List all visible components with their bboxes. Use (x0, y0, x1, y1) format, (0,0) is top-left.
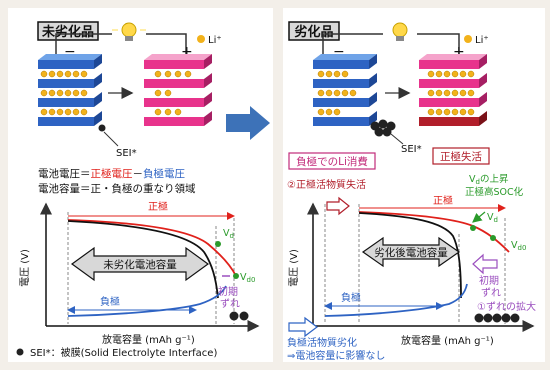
li-ion-label: Li⁺ (208, 35, 222, 46)
positive-electrode (144, 54, 212, 126)
vd0-point (233, 273, 239, 279)
positive-loss-arrow (326, 196, 350, 216)
li-ion-icon (197, 35, 205, 43)
cell-curve (358, 212, 462, 299)
lightbulb-icon (392, 22, 408, 41)
plus-sign: + (181, 44, 193, 60)
li-consumption-label: 負極でのLi消費 (296, 155, 368, 168)
pristine-panel: 未劣化品 Li⁺ − + SEI* (8, 8, 273, 362)
positive-curve (358, 211, 510, 253)
footnote: SEI*：被膜(Solid Electrolyte Interface) (30, 346, 217, 359)
high-soc-note: 正極高SOC化 (465, 186, 524, 198)
vd-point (215, 241, 221, 247)
shift-expand-arrow (472, 253, 498, 275)
transition-arrow (226, 106, 270, 140)
vd0-label: Vd0 (240, 272, 255, 284)
minus-sign: − (333, 44, 345, 60)
sei-label: SEI* (116, 148, 137, 159)
vd-point (470, 225, 476, 231)
pristine-diagram: 未劣化品 Li⁺ − + SEI* (16, 21, 260, 359)
pristine-title-box (37, 21, 99, 41)
positive-loss-note: ②正極活物質失活 (287, 178, 366, 191)
li-consumption-badge: 負極でのLi消費 (288, 152, 376, 170)
vd-rise-note: Vdの上昇 (469, 174, 509, 186)
x-axis-label: 放電容量 (mAh g⁻¹) (102, 333, 195, 346)
sei-dots (229, 311, 249, 321)
initial-shift-label-1: 初期 (218, 285, 238, 298)
minus-sign: − (64, 44, 76, 60)
degraded-panel: 劣化品 Li⁺ − + SEI* (283, 8, 545, 362)
lightbulb-icon (112, 22, 146, 41)
initial-shift-label-1: 初期 (479, 274, 499, 287)
capacity-arrow: 未劣化電池容量 (70, 246, 210, 282)
positive-deactivation-badge: 正極失活 (432, 147, 490, 165)
sei-label: SEI* (401, 144, 422, 155)
initial-shift-label-2: ずれ (481, 287, 501, 299)
negative-degrade-arrow (288, 316, 318, 338)
initial-shift-label-2: ずれ (220, 298, 240, 310)
positive-label: 正極 (433, 194, 453, 207)
degraded-title-box (288, 21, 340, 41)
pristine-title: 未劣化品 (41, 24, 94, 40)
capacity-equation: 電池容量＝正・負極の重なり領域 (38, 182, 196, 195)
positive-curve (67, 219, 237, 277)
voltage-equation: 電池電圧＝正極電圧－負極電圧 (38, 167, 185, 180)
footnote-bullet (16, 348, 24, 356)
negative-label: 負極 (100, 295, 120, 308)
negative-curve (67, 285, 227, 317)
positive-deactivation-label: 正極失活 (440, 150, 482, 163)
capacity-arrow: 劣化後電池容量 (361, 236, 461, 268)
negative-label: 負極 (341, 291, 361, 304)
cell-curve (67, 220, 219, 299)
sei-particle (98, 124, 106, 132)
vd-label: Vd (223, 228, 234, 240)
capacity-label: 劣化後電池容量 (374, 246, 448, 259)
positive-label: 正極 (148, 200, 168, 213)
shift-expand-label: ①ずれの拡大 (477, 300, 536, 313)
capacity-label: 未劣化電池容量 (103, 258, 177, 271)
x-axis-label: 放電容量 (mAh g⁻¹) (401, 334, 494, 347)
pristine-voltage-chart: 電圧 (V) 放電容量 (mAh g⁻¹) 正極 未劣化電池容量 負極 Vd V… (19, 200, 260, 346)
li-ion-label: Li⁺ (475, 35, 489, 46)
li-ion-icon (464, 35, 472, 43)
degraded-diagram: 劣化品 Li⁺ − + SEI* (287, 21, 536, 362)
sei-dots (474, 313, 520, 323)
negative-degrade-note-2: ⇒電池容量に影響なし (287, 349, 385, 362)
negative-degrade-note-1: 負極活物質劣化 (287, 336, 357, 349)
vd0-point (490, 235, 496, 241)
negative-electrode (313, 54, 377, 126)
positive-electrode (419, 54, 487, 126)
vd-label: Vd (487, 212, 498, 224)
degraded-voltage-chart: 電圧 (V) 放電容量 (mAh g⁻¹) 正極 劣化後電池容量 負極 Vd V… (288, 194, 536, 347)
plus-sign: + (453, 44, 465, 60)
sei-cluster (370, 119, 396, 137)
y-axis-label: 電圧 (V) (19, 249, 31, 287)
negative-electrode (38, 54, 102, 126)
vd0-label: Vd0 (511, 240, 526, 252)
degraded-title: 劣化品 (294, 24, 333, 40)
y-axis-label: 電圧 (V) (288, 249, 300, 287)
